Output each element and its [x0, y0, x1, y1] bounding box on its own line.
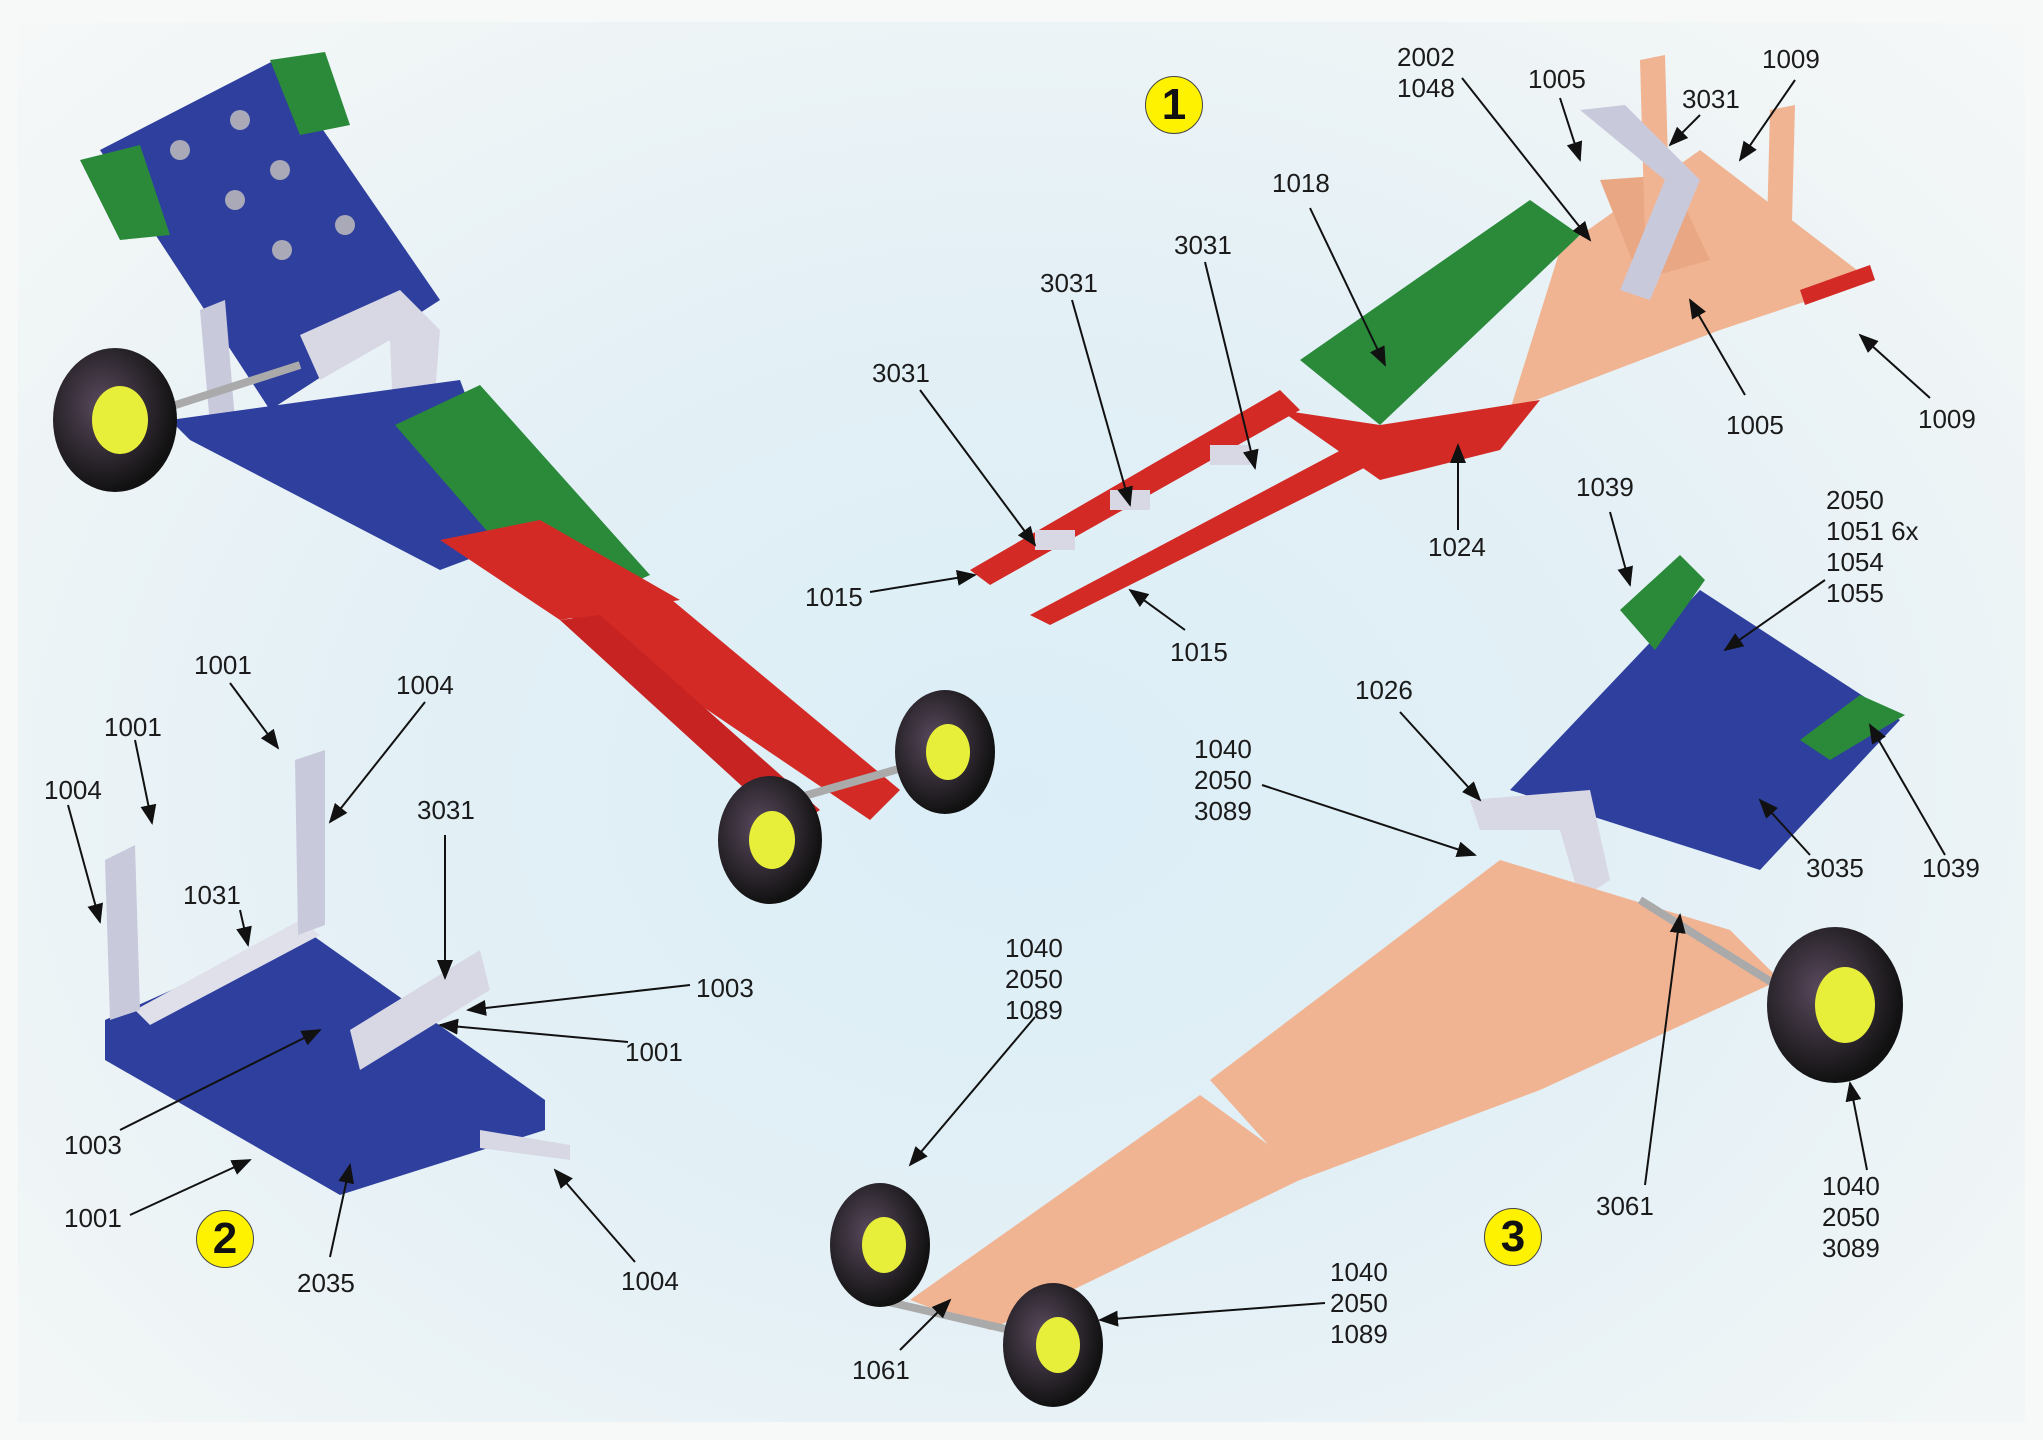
silver-crank — [350, 950, 490, 1070]
silver-upright-left — [105, 845, 140, 1020]
step-badge-2: 2 — [196, 1210, 254, 1268]
green-plate — [1300, 200, 1580, 425]
silver-upright-right — [295, 750, 325, 935]
copper-upright-right — [1765, 105, 1795, 305]
part-label: 1040 2050 3089 — [1194, 734, 1252, 826]
part-label: 2035 — [297, 1268, 355, 1298]
part-label: 1026 — [1355, 675, 1413, 705]
part-label: 1040 2050 1089 — [1005, 933, 1063, 1025]
step3-assembly — [830, 555, 1905, 1407]
part-label: 1004 — [621, 1266, 679, 1296]
part-label: 1004 — [396, 670, 454, 700]
red-rails-lower — [560, 615, 820, 830]
green-bracket-right — [270, 52, 350, 135]
red-rail-top — [970, 390, 1300, 585]
silver-bracket — [1580, 105, 1700, 300]
step-badge-1: 1 — [1145, 76, 1203, 134]
silver-strip — [135, 920, 320, 1025]
blue-seat-plate — [1510, 590, 1900, 870]
part-label: 1040 2050 1089 — [1330, 1257, 1388, 1349]
part-label: 1031 — [183, 880, 241, 910]
red-rails — [560, 590, 900, 820]
part-label: 1040 2050 3089 — [1822, 1171, 1880, 1263]
part-label: 1015 — [805, 582, 863, 612]
part-label: 1039 — [1922, 853, 1980, 883]
part-label: 1001 — [625, 1037, 683, 1067]
copper-chassis — [1210, 860, 1780, 1180]
completed-dragster — [53, 52, 995, 904]
seat-bolts — [170, 110, 355, 260]
silver-tail — [480, 1130, 570, 1160]
part-label: 3031 — [1682, 84, 1740, 114]
part-label: 1039 — [1576, 472, 1634, 502]
part-label: 1001 — [104, 712, 162, 742]
part-label: 1003 — [696, 973, 754, 1003]
part-label: 1005 — [1528, 64, 1586, 94]
part-label: 3035 — [1806, 853, 1864, 883]
green-bracket-right — [1800, 695, 1905, 760]
part-label: 3031 — [1174, 230, 1232, 260]
green-bracket-top — [1620, 555, 1705, 650]
part-label: 1061 — [852, 1355, 910, 1385]
silver-arch — [1470, 790, 1610, 900]
part-label: 3061 — [1596, 1191, 1654, 1221]
part-label: 1004 — [44, 775, 102, 805]
part-label: 1024 — [1428, 532, 1486, 562]
part-label: 3031 — [417, 795, 475, 825]
part-label: 2050 1051 6x 1054 1055 — [1826, 485, 1919, 608]
part-label: 1009 — [1762, 44, 1820, 74]
part-label: 3031 — [872, 358, 930, 388]
part-label: 1001 — [64, 1203, 122, 1233]
step-badge-3: 3 — [1484, 1208, 1542, 1266]
part-label: 1003 — [64, 1130, 122, 1160]
part-label: 3031 — [1040, 268, 1098, 298]
red-section — [440, 520, 680, 620]
leader-lines — [67, 77, 1946, 1351]
part-label: 1015 — [1170, 637, 1228, 667]
part-label: 1001 — [194, 650, 252, 680]
red-plate — [1280, 400, 1540, 480]
red-rail-bottom — [1030, 440, 1380, 625]
step2-assembly — [105, 750, 570, 1195]
green-bracket-left — [80, 145, 170, 240]
part-label: 2002 1048 — [1397, 42, 1455, 103]
part-label: 1009 — [1918, 404, 1976, 434]
step1-assembly — [970, 55, 1875, 625]
part-label: 1005 — [1726, 410, 1784, 440]
blue-base — [105, 930, 545, 1195]
red-strip-right — [1800, 265, 1875, 305]
copper-rails — [910, 1095, 1310, 1330]
part-label: 1018 — [1272, 168, 1330, 198]
